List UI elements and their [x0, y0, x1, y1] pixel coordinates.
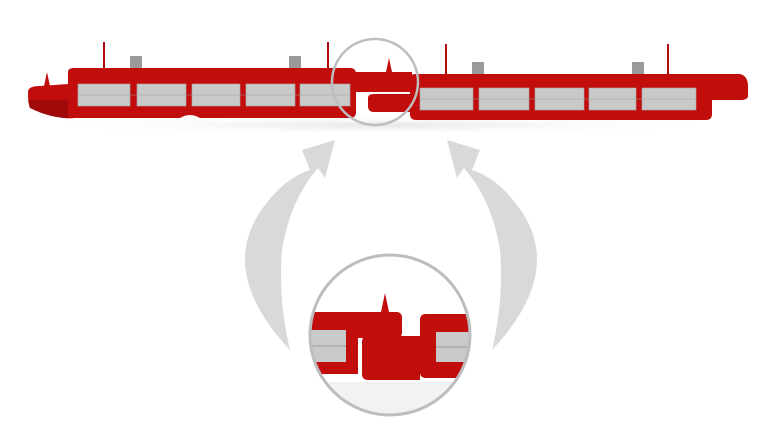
barrier-left-unit: [28, 42, 356, 119]
magnifier-circle: [330, 37, 420, 127]
barrier-right-unit: [352, 44, 748, 120]
curved-arrow-left: [245, 140, 335, 350]
curved-arrow-right: [447, 140, 537, 350]
detail-circle: [308, 253, 472, 417]
